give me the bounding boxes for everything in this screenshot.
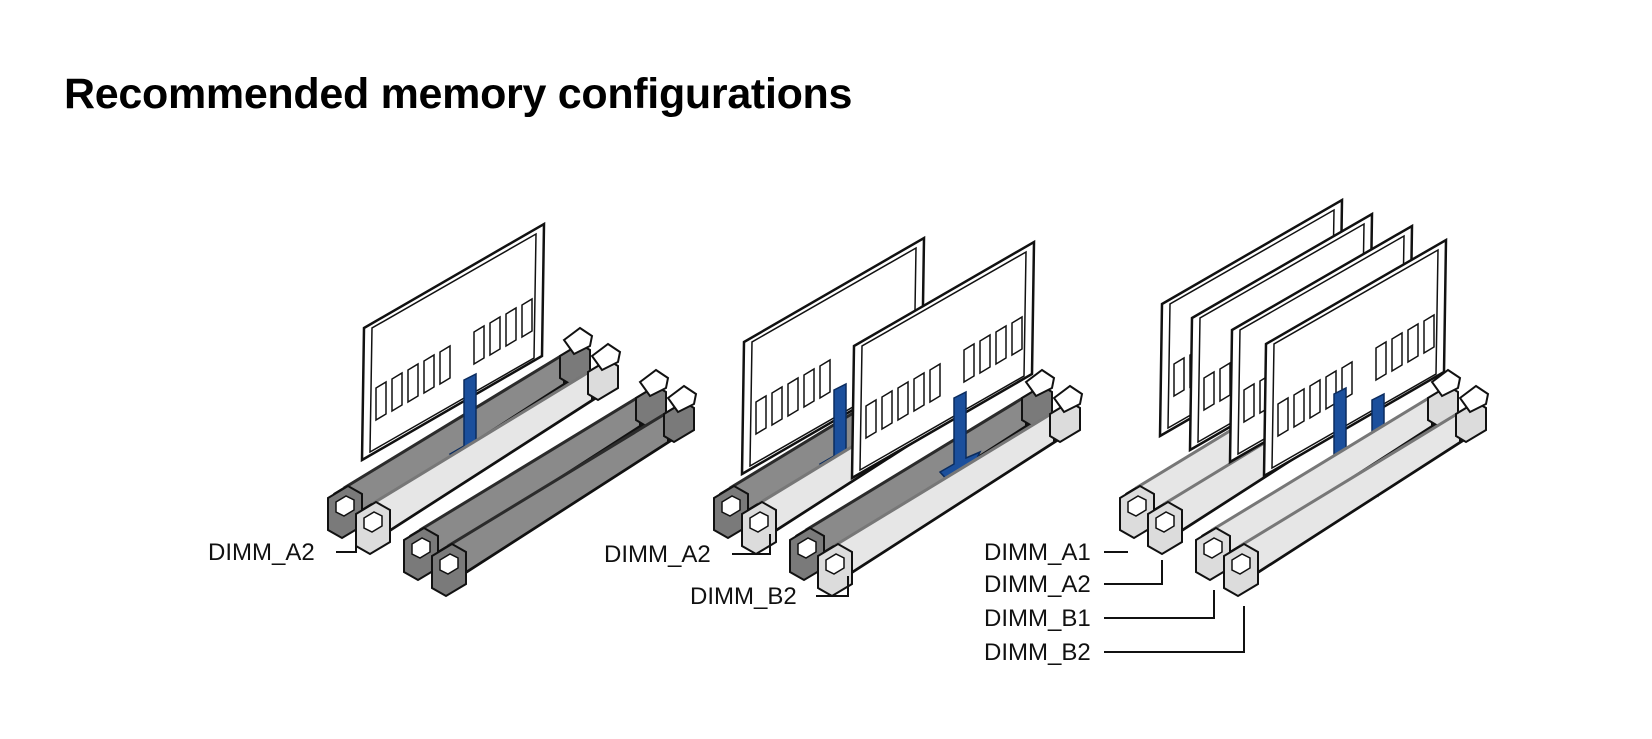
label-dimm-b2: DIMM_B2 (690, 583, 797, 610)
label-dimm-a2: DIMM_A2 (604, 541, 711, 568)
label-dimm-b2: DIMM_B2 (984, 639, 1091, 666)
config-2: DIMM_A2 DIMM_B2 (604, 236, 1084, 610)
label-leader-line (1104, 590, 1215, 619)
label-dimm-a1: DIMM_A1 (984, 539, 1091, 566)
label-leader-line (816, 576, 849, 597)
label-leader-line (732, 534, 771, 555)
label-dimm-b1: DIMM_B1 (984, 605, 1091, 632)
label-dimm-a2: DIMM_A2 (984, 571, 1091, 598)
label-leader-line (336, 532, 357, 553)
page-title: Recommended memory configurations (64, 70, 853, 118)
label-leader-line (1104, 560, 1163, 585)
label-dimm-a2: DIMM_A2 (208, 539, 315, 566)
config-3: DIMM_A1 DIMM_A2 DIMM_B1 DIMM_B2 (984, 198, 1490, 666)
config-1: DIMM_A2 (208, 222, 698, 598)
label-leader-line (1104, 606, 1245, 653)
